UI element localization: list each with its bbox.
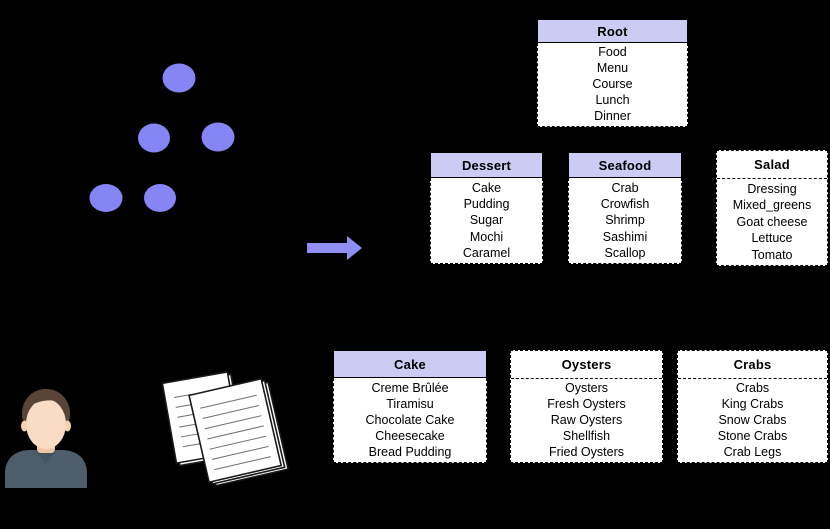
box-header: Dessert bbox=[430, 152, 543, 178]
box-salad: Salad Dressing Mixed_greens Goat cheese … bbox=[716, 150, 828, 266]
list-item: Scallop bbox=[604, 245, 646, 260]
list-item: Mixed_greens bbox=[732, 198, 812, 213]
box-header: Cake bbox=[333, 350, 487, 378]
list-item: Snow Crabs bbox=[718, 413, 787, 428]
list-item: Caramel bbox=[462, 245, 511, 260]
list-item: Goat cheese bbox=[736, 214, 808, 229]
list-item: Lunch bbox=[595, 93, 630, 108]
list-item: Fresh Oysters bbox=[547, 397, 626, 412]
list-item: Crab Legs bbox=[723, 445, 782, 460]
documents-icon bbox=[161, 370, 290, 487]
list-item: Cheesecake bbox=[375, 428, 445, 443]
list-item: Course bbox=[592, 77, 633, 92]
box-header: Crabs bbox=[678, 351, 827, 379]
list-item: Tiramisu bbox=[386, 396, 434, 411]
list-item: Tomato bbox=[751, 247, 793, 262]
box-header: Seafood bbox=[568, 152, 682, 178]
graph-node-icon bbox=[89, 184, 123, 212]
box-body: Crabs King Crabs Snow Crabs Stone Crabs … bbox=[678, 379, 827, 462]
list-item: Stone Crabs bbox=[717, 429, 788, 444]
list-item: Dressing bbox=[747, 181, 797, 196]
list-item: Oysters bbox=[564, 381, 609, 396]
list-item: Sashimi bbox=[602, 229, 648, 244]
list-item: Chocolate Cake bbox=[365, 412, 455, 427]
box-header: Oysters bbox=[511, 351, 662, 379]
list-item: Fried Oysters bbox=[548, 445, 624, 460]
box-body: Dressing Mixed_greens Goat cheese Lettuc… bbox=[717, 179, 827, 265]
list-item: Crabs bbox=[735, 381, 770, 396]
graph-node-icon bbox=[138, 123, 170, 153]
box-seafood: Seafood Crab Crowfish Shrimp Sashimi Sca… bbox=[568, 152, 682, 264]
list-item: Lettuce bbox=[751, 231, 793, 246]
graph-node-icon bbox=[162, 63, 196, 93]
box-body: Creme Brûlée Tiramisu Chocolate Cake Che… bbox=[333, 378, 487, 463]
graph-node-icon bbox=[144, 184, 176, 212]
list-item: Menu bbox=[596, 61, 629, 76]
box-oysters: Oysters Oysters Fresh Oysters Raw Oyster… bbox=[510, 350, 663, 463]
box-cake: Cake Creme Brûlée Tiramisu Chocolate Cak… bbox=[333, 350, 487, 463]
person-icon bbox=[5, 389, 87, 488]
box-root: Root Food Menu Course Lunch Dinner bbox=[537, 19, 688, 127]
list-item: Shellfish bbox=[562, 429, 611, 444]
box-crabs: Crabs Crabs King Crabs Snow Crabs Stone … bbox=[677, 350, 828, 463]
list-item: Crab bbox=[611, 180, 639, 195]
box-body: Crab Crowfish Shrimp Sashimi Scallop bbox=[568, 178, 682, 264]
list-item: Dinner bbox=[594, 109, 631, 124]
box-header: Root bbox=[537, 19, 688, 43]
box-body: Food Menu Course Lunch Dinner bbox=[537, 43, 688, 127]
list-item: Bread Pudding bbox=[368, 444, 452, 459]
list-item: Creme Brûlée bbox=[371, 380, 449, 395]
box-body: Cake Pudding Sugar Mochi Caramel bbox=[430, 178, 543, 264]
list-item: Mochi bbox=[469, 229, 504, 244]
box-dessert: Dessert Cake Pudding Sugar Mochi Caramel bbox=[430, 152, 543, 264]
box-body: Oysters Fresh Oysters Raw Oysters Shellf… bbox=[511, 379, 662, 462]
list-item: Raw Oysters bbox=[550, 413, 623, 428]
list-item: King Crabs bbox=[721, 397, 784, 412]
box-header: Salad bbox=[717, 151, 827, 179]
list-item: Shrimp bbox=[605, 213, 645, 228]
right-arrow-icon bbox=[307, 236, 362, 260]
graph-node-icon bbox=[201, 122, 235, 152]
graph-nodes bbox=[89, 63, 235, 212]
list-item: Food bbox=[598, 45, 627, 60]
list-item: Pudding bbox=[463, 197, 510, 211]
list-item: Crowfish bbox=[600, 197, 650, 211]
list-item: Cake bbox=[471, 180, 502, 195]
list-item: Sugar bbox=[469, 213, 504, 228]
